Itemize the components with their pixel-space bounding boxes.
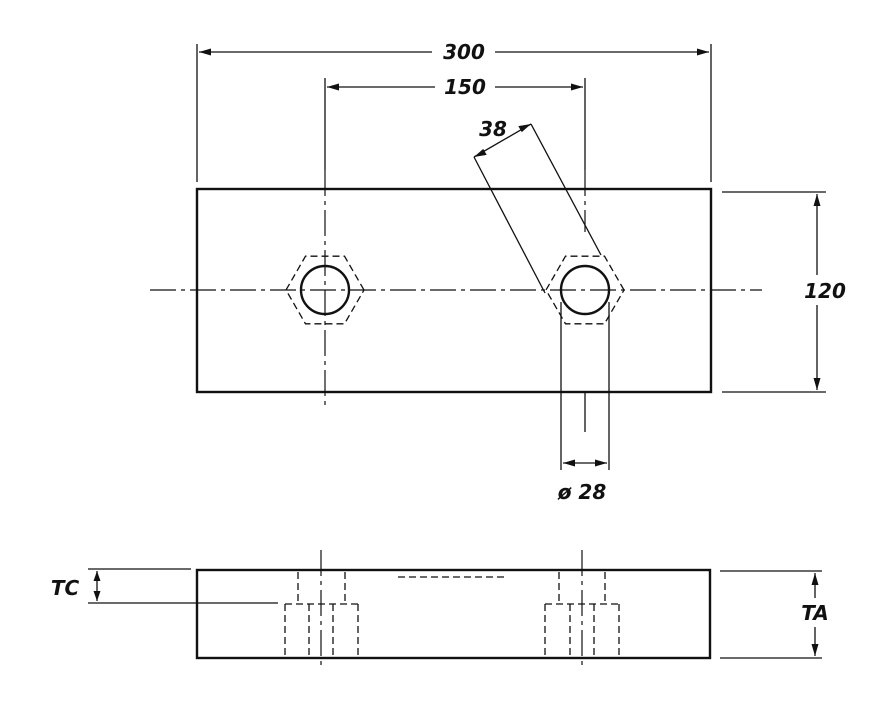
- right-hole-hidden-lines: [544, 572, 620, 656]
- dimension-label-300: 300: [443, 40, 485, 64]
- dimension-label-diameter: ø 28: [557, 480, 607, 504]
- dimension-150: 150: [324, 75, 586, 170]
- arrowhead: [811, 573, 819, 585]
- arrowhead: [93, 591, 101, 601]
- dimension-ta: TA: [720, 570, 829, 659]
- arrowhead: [474, 148, 487, 157]
- dimension-label-120: 120: [804, 279, 846, 303]
- arrowhead: [563, 459, 575, 467]
- dimension-label-ta: TA: [801, 601, 829, 625]
- arrowhead: [327, 83, 339, 91]
- top-view: [150, 123, 762, 470]
- arrowhead: [518, 124, 531, 133]
- arrowhead: [697, 48, 709, 56]
- dimension-300: 300: [196, 40, 712, 182]
- arrowhead: [811, 644, 819, 656]
- arrowhead: [595, 459, 607, 467]
- arrowhead: [199, 48, 211, 56]
- angled-slot-line-inner: [473, 156, 546, 294]
- left-hole-hex-hidden: [285, 255, 365, 325]
- side-view: [195, 550, 712, 668]
- arrowhead: [93, 571, 101, 581]
- dimension-diameter-28: ø 28: [557, 459, 607, 504]
- dimension-label-38: 38: [479, 117, 507, 141]
- right-hole-hex-hidden: [545, 255, 625, 325]
- dimension-label-150: 150: [444, 75, 486, 99]
- dimension-38: 38: [473, 117, 532, 158]
- left-hole-hidden-lines: [284, 572, 359, 656]
- dimension-tc: TC: [51, 568, 278, 604]
- angled-slot-line-outer: [530, 123, 602, 256]
- left-hole: [299, 264, 351, 316]
- arrowhead: [571, 83, 583, 91]
- dimension-120: 120: [722, 191, 846, 393]
- arrowhead: [813, 378, 821, 390]
- arrowhead: [813, 194, 821, 206]
- right-hole: [559, 264, 611, 316]
- side-view-outline: [195, 568, 712, 660]
- dimension-label-tc: TC: [51, 576, 80, 600]
